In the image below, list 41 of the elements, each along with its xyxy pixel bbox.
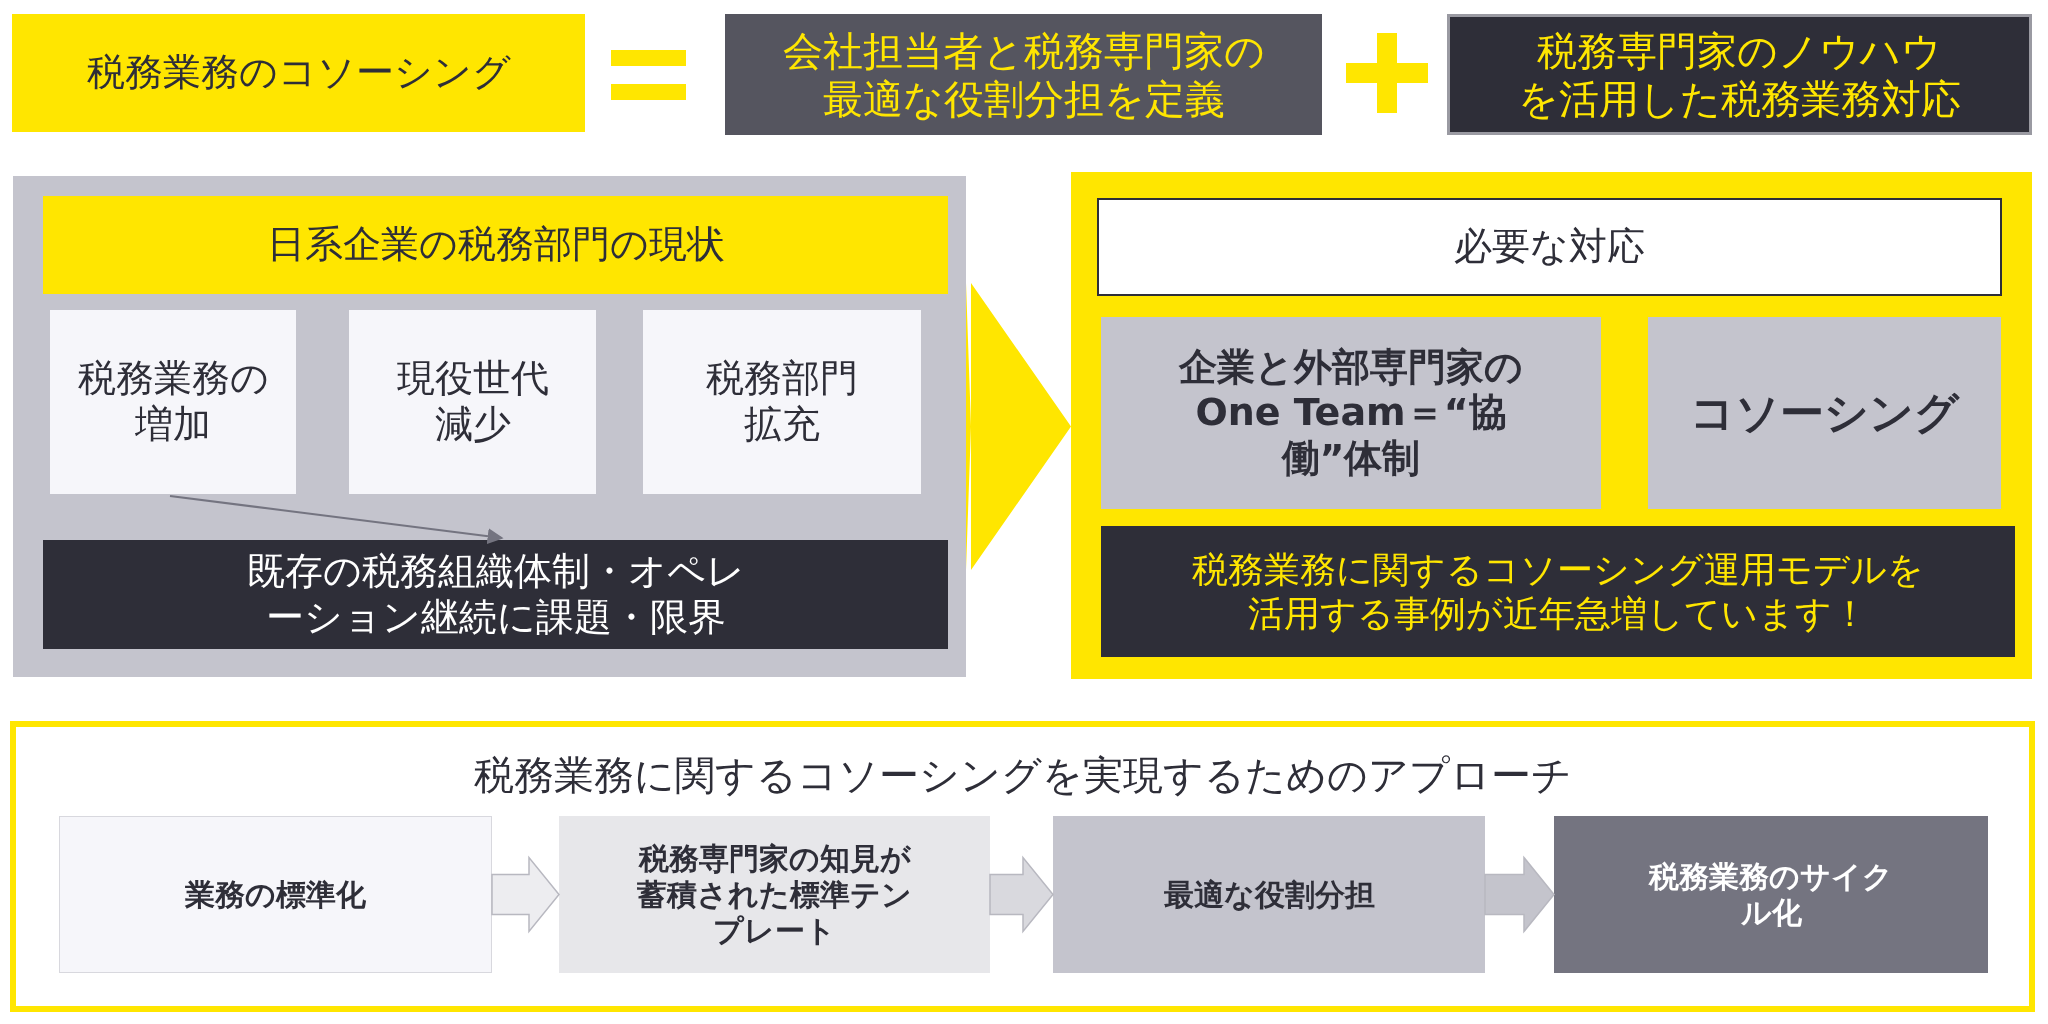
box-text: 現役世代減少 xyxy=(395,356,550,448)
box-text: 必要な対応 xyxy=(1454,224,1645,270)
issue-card xyxy=(349,310,596,494)
step-box xyxy=(559,816,990,973)
box-text: 税務業務のサイクル化 xyxy=(1647,858,1894,931)
chevron-arrow xyxy=(966,283,1071,570)
heading-band xyxy=(43,196,948,294)
box-text: 税務部門拡充 xyxy=(705,356,859,448)
conclusion-band xyxy=(43,540,948,649)
approach-panel xyxy=(10,721,2035,1012)
title-box xyxy=(12,14,585,132)
box-text: 既存の税務組織体制・オペレーション継続に課題・限界 xyxy=(245,548,746,641)
step-box xyxy=(1554,816,1988,973)
block-arrow xyxy=(1484,855,1555,934)
heading-band xyxy=(1097,198,2002,296)
step-box xyxy=(1053,816,1485,973)
box-text: 企業と外部専門家のOne Team＝“協働”体制 xyxy=(1178,344,1524,482)
issue-card xyxy=(643,310,921,494)
box-text: 税務専門家の知見が蓄積された標準テンプレート xyxy=(636,840,913,949)
block-arrow xyxy=(989,855,1054,934)
block-arrow xyxy=(491,855,560,934)
box-text: 税務業務に関するコソーシング運用モデルを活用する事例が近年急増しています！ xyxy=(1191,548,1925,635)
step-box xyxy=(59,816,492,973)
definition-box xyxy=(725,14,1322,135)
solution-card xyxy=(1101,317,1601,509)
box-text: 業務の標準化 xyxy=(185,876,366,913)
panel-background xyxy=(13,176,966,677)
box-text: 最適な役割分担 xyxy=(1163,876,1375,913)
box-text: 税務業務のコソーシング xyxy=(86,50,511,96)
box-text: 税務専門家のノウハウを活用した税務業務対応 xyxy=(1518,26,1961,123)
solution-card xyxy=(1648,317,2001,509)
issue-card xyxy=(50,310,296,494)
box-text: 税務業務の増加 xyxy=(76,356,270,448)
message-band xyxy=(1101,526,2015,657)
definition-box xyxy=(1447,14,2032,135)
box-text: コソーシング xyxy=(1690,386,1959,440)
arrow xyxy=(169,495,504,545)
box-text: 会社担当者と税務専門家の最適な役割分担を定義 xyxy=(781,26,1266,123)
box-text: 日系企業の税務部門の現状 xyxy=(266,222,725,268)
box-text: 税務業務に関するコソーシングを実現するためのアプローチ xyxy=(473,751,1572,799)
panel-background xyxy=(1071,172,2032,679)
